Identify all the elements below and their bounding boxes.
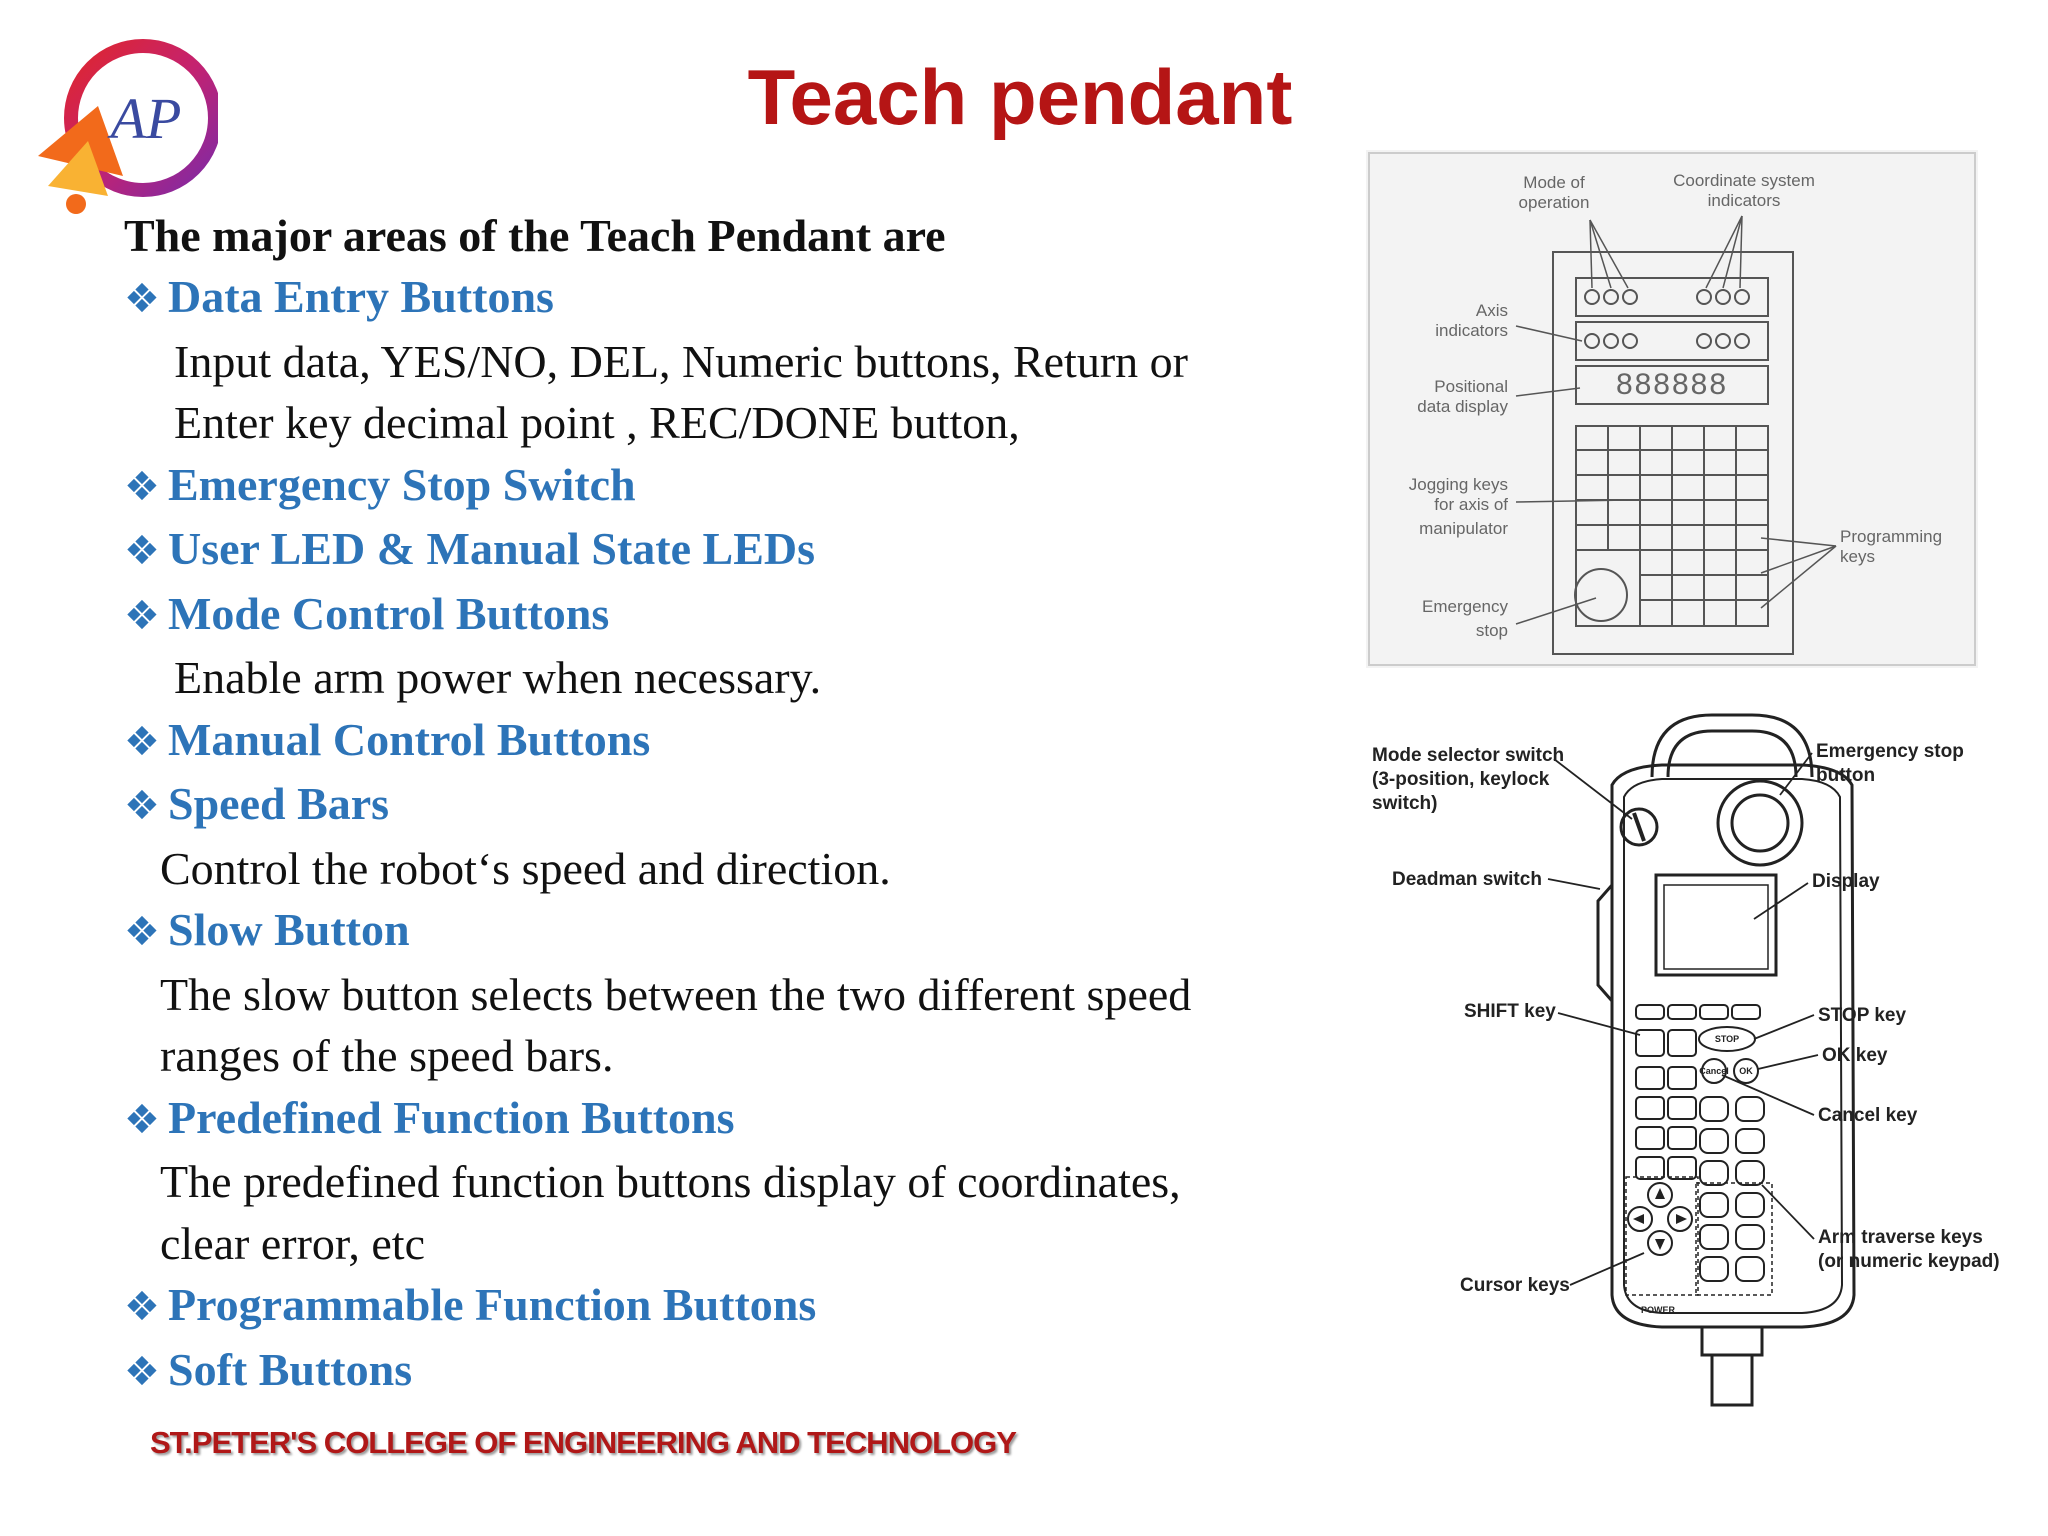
item-label: Soft Buttons xyxy=(168,1343,413,1395)
diamond-bullet-icon: ❖ xyxy=(124,909,160,955)
item-description: Enter key decimal point , REC/DONE butto… xyxy=(174,397,1020,448)
diamond-bullet-icon: ❖ xyxy=(124,276,160,322)
item-description: clear error, etc xyxy=(160,1217,425,1269)
item-description: Control the robot‘s speed and direction. xyxy=(160,842,891,894)
item-description: Input data, YES/NO, DEL, Numeric buttons… xyxy=(174,335,1188,387)
list-item: ❖Mode Control Buttons xyxy=(124,583,1344,648)
svg-text:Programming: Programming xyxy=(1840,527,1942,546)
item-description: The slow button selects between the two … xyxy=(160,968,1192,1020)
list-item: ❖User LED & Manual State LEDs xyxy=(124,518,1344,583)
handheld-pendant-diagram: STOP Cancel OK POWER Mode selector switc… xyxy=(1372,713,2000,1407)
svg-text:stop: stop xyxy=(1476,621,1508,640)
svg-text:button: button xyxy=(1816,765,1875,786)
svg-text:Cancel key: Cancel key xyxy=(1818,1105,1918,1126)
diamond-bullet-icon: ❖ xyxy=(124,1096,160,1143)
svg-text:switch): switch) xyxy=(1372,793,1437,814)
svg-text:(or numeric keypad): (or numeric keypad) xyxy=(1818,1251,2000,1272)
diamond-bullet-icon: ❖ xyxy=(124,528,160,574)
list-item: ❖Emergency Stop Switch xyxy=(124,454,1344,519)
item-label: Slow Button xyxy=(168,904,410,955)
svg-text:OK: OK xyxy=(1739,1066,1753,1076)
diamond-bullet-icon: ❖ xyxy=(124,463,160,510)
mode-selector-icon xyxy=(1619,807,1659,847)
svg-text:Emergency stop: Emergency stop xyxy=(1816,741,1964,762)
cursor-keys-icon xyxy=(1627,1182,1693,1256)
item-label: Emergency Stop Switch xyxy=(168,458,636,510)
item-label: Data Entry Buttons xyxy=(168,271,554,322)
svg-text:Jogging keys: Jogging keys xyxy=(1409,475,1508,494)
pendant-schematic-diagram: 888888 Mode of operation Coordinate syst… xyxy=(1366,150,1978,668)
svg-text:888888: 888888 xyxy=(1616,368,1728,401)
logo-text: AP xyxy=(107,86,182,151)
svg-text:Coordinate system: Coordinate system xyxy=(1673,171,1815,190)
svg-text:keys: keys xyxy=(1840,547,1875,566)
list-item: ❖Predefined Function Buttons xyxy=(124,1087,1344,1152)
svg-text:Display: Display xyxy=(1812,871,1880,892)
svg-text:Cursor keys: Cursor keys xyxy=(1460,1275,1570,1296)
svg-text:for axis of: for axis of xyxy=(1434,495,1508,514)
svg-text:data display: data display xyxy=(1417,397,1508,416)
diamond-bullet-icon: ❖ xyxy=(124,783,160,829)
pendant-handle xyxy=(1650,713,1814,778)
list-item: ❖Manual Control Buttons xyxy=(124,709,1344,774)
item-label: Programmable Function Buttons xyxy=(168,1279,817,1330)
item-label: Predefined Function Buttons xyxy=(168,1091,735,1143)
slide-title: Teach pendant xyxy=(747,53,1293,141)
emergency-stop-symbol xyxy=(1574,568,1628,622)
svg-text:Positional: Positional xyxy=(1434,377,1508,396)
item-label: User LED & Manual State LEDs xyxy=(168,523,816,574)
svg-text:indicators: indicators xyxy=(1708,191,1781,210)
svg-text:indicators: indicators xyxy=(1435,321,1508,340)
intro-heading: The major areas of the Teach Pendant are xyxy=(124,210,946,261)
item-description: ranges of the speed bars. xyxy=(160,1030,614,1081)
svg-text:STOP: STOP xyxy=(1715,1034,1739,1044)
item-label: Mode Control Buttons xyxy=(168,587,610,639)
pendant-body xyxy=(1610,763,1856,1329)
slide-body: The major areas of the Teach Pendant are… xyxy=(124,205,1344,1403)
college-logo: AP xyxy=(38,39,218,214)
list-item: ❖Speed Bars xyxy=(124,773,1344,838)
diamond-bullet-icon: ❖ xyxy=(124,1348,160,1395)
svg-text:Mode of: Mode of xyxy=(1523,173,1585,192)
svg-text:operation: operation xyxy=(1519,193,1590,212)
svg-text:manipulator: manipulator xyxy=(1419,519,1508,538)
svg-text:Deadman switch: Deadman switch xyxy=(1392,869,1542,890)
svg-text:Axis: Axis xyxy=(1476,301,1508,320)
item-description: The predefined function buttons display … xyxy=(160,1156,1181,1207)
list-item: ❖Soft Buttons xyxy=(124,1339,1344,1404)
svg-text:Mode selector switch: Mode selector switch xyxy=(1372,745,1564,766)
diamond-bullet-icon: ❖ xyxy=(124,1284,160,1330)
svg-text:POWER: POWER xyxy=(1641,1305,1676,1315)
svg-text:Arm traverse keys: Arm traverse keys xyxy=(1818,1227,1983,1248)
display-icon xyxy=(1654,873,1778,977)
item-description: Enable arm power when necessary. xyxy=(174,652,822,703)
svg-text:SHIFT key: SHIFT key xyxy=(1464,1001,1556,1022)
item-label: Speed Bars xyxy=(168,778,390,829)
list-item: ❖Programmable Function Buttons xyxy=(124,1274,1344,1339)
svg-text:Emergency: Emergency xyxy=(1422,597,1508,616)
svg-text:OK key: OK key xyxy=(1822,1045,1888,1066)
svg-text:STOP key: STOP key xyxy=(1818,1005,1906,1026)
svg-text:(3-position, keylock: (3-position, keylock xyxy=(1372,769,1550,790)
list-item: ❖Data Entry Buttons xyxy=(124,266,1344,331)
svg-text:Cancel: Cancel xyxy=(1699,1066,1729,1076)
item-label: Manual Control Buttons xyxy=(168,713,651,765)
college-footer: ST.PETER'S COLLEGE OF ENGINEERING AND TE… xyxy=(150,1425,1017,1460)
list-item: ❖Slow Button xyxy=(124,899,1344,964)
diamond-bullet-icon: ❖ xyxy=(124,592,160,639)
emergency-stop-icon xyxy=(1716,779,1804,867)
diamond-bullet-icon: ❖ xyxy=(124,718,160,765)
pendant-outline xyxy=(1552,251,1794,655)
